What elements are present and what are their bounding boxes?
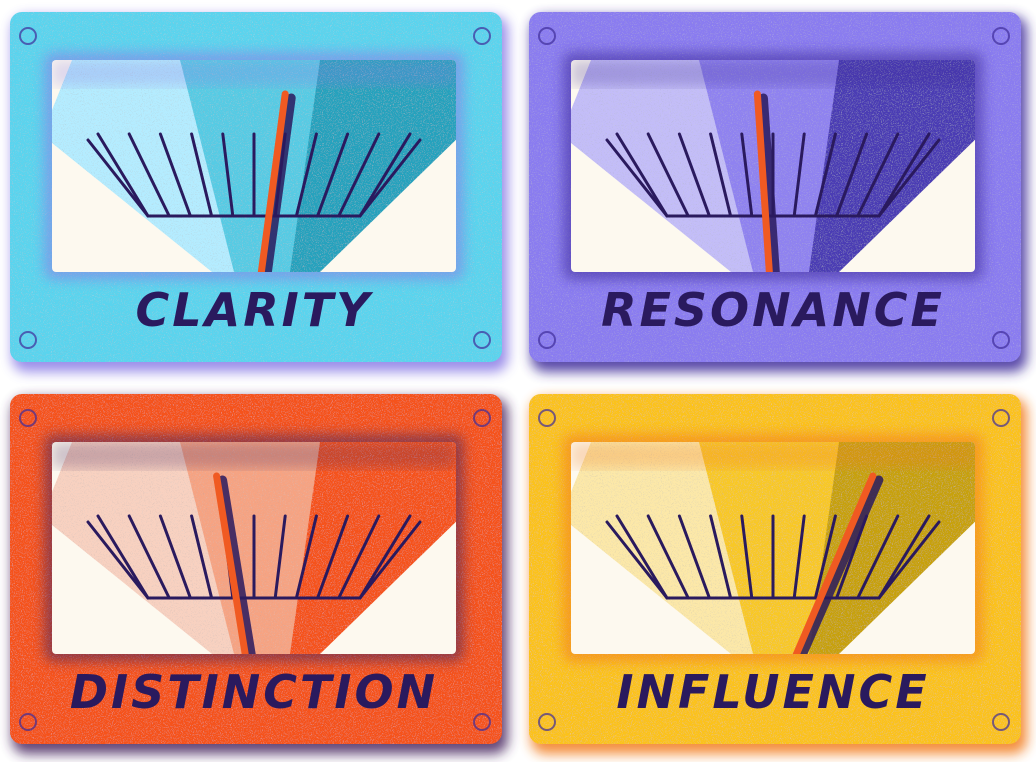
scale-tick — [813, 132, 837, 218]
needle-shadow — [261, 93, 296, 272]
band-middle — [699, 442, 841, 654]
scale-tick — [646, 132, 690, 218]
scale-tick — [358, 514, 412, 600]
scale-tick — [96, 132, 150, 218]
meter-needle — [753, 90, 774, 272]
meter-resonance: RESONANCE — [529, 12, 1027, 372]
screw-icon — [19, 409, 37, 427]
needle-shadow — [758, 93, 781, 272]
scale-ticks — [86, 514, 422, 600]
band-left — [571, 442, 756, 654]
scale-tick — [190, 132, 214, 218]
scale-tick — [337, 514, 381, 600]
screw-icon — [538, 331, 556, 349]
scale-tick — [158, 132, 192, 218]
window-contents — [52, 442, 456, 654]
screw-icon — [473, 331, 491, 349]
screw-icon — [992, 27, 1010, 45]
screw-icon — [473, 713, 491, 731]
scale-tick — [856, 514, 900, 600]
window-contents — [52, 60, 456, 272]
scale-tick — [316, 132, 350, 218]
screw-icon — [538, 409, 556, 427]
scale-tick — [740, 514, 754, 600]
screw-icon — [19, 27, 37, 45]
scale-tick — [273, 514, 287, 600]
meter-needle — [213, 472, 251, 654]
scale-tick — [709, 132, 733, 218]
meter-label: RESONANCE — [601, 283, 945, 337]
scale-tick — [316, 514, 350, 600]
scale-tick — [877, 514, 931, 600]
scale-tick — [158, 514, 192, 600]
scale-tick — [677, 132, 711, 218]
scale-tick — [127, 132, 171, 218]
meter-needle — [256, 90, 289, 272]
band-right — [809, 442, 975, 654]
screw-icon — [992, 409, 1010, 427]
scale-tick — [813, 514, 837, 600]
window-top-shade — [52, 442, 456, 468]
meter-needle — [788, 472, 877, 654]
scale-tick — [127, 514, 171, 600]
needle-shadow — [218, 475, 258, 654]
meter-label: INFLUENCE — [616, 665, 929, 719]
meter-influence: INFLUENCE — [529, 394, 1027, 754]
scale-tick — [615, 132, 669, 218]
scale-tick — [294, 514, 318, 600]
scale-tick — [835, 132, 869, 218]
scale-tick — [190, 514, 214, 600]
scale-tick — [646, 514, 690, 600]
window-contents — [571, 60, 975, 272]
band-left — [571, 60, 756, 272]
band-right — [809, 60, 975, 272]
window-top-shade — [571, 442, 975, 468]
screw-icon — [473, 27, 491, 45]
window-contents — [571, 442, 975, 654]
scale-tick — [709, 514, 733, 600]
needle-shadow — [793, 475, 884, 654]
scale-tick — [856, 132, 900, 218]
scale-tick — [294, 132, 318, 218]
scale-tick — [358, 132, 412, 218]
scale-tick — [792, 514, 806, 600]
screw-icon — [992, 713, 1010, 731]
screw-icon — [19, 713, 37, 731]
band-left — [52, 60, 237, 272]
scale-tick — [792, 132, 806, 218]
meter-clarity: CLARITY — [10, 12, 508, 372]
meter-label: CLARITY — [136, 283, 375, 337]
scale-tick — [877, 132, 931, 218]
window-top-shade — [571, 60, 975, 86]
scale-ticks — [605, 514, 941, 600]
meter-label: DISTINCTION — [70, 665, 438, 719]
scale-tick — [615, 514, 669, 600]
scale-tick — [337, 132, 381, 218]
screw-icon — [473, 409, 491, 427]
scale-tick — [740, 132, 754, 218]
window-top-shade — [52, 60, 456, 86]
screw-icon — [992, 331, 1010, 349]
scale-tick — [221, 132, 235, 218]
meter-distinction: DISTINCTION — [10, 394, 508, 754]
screw-icon — [19, 331, 37, 349]
screw-icon — [538, 27, 556, 45]
band-right — [290, 60, 456, 272]
band-middle — [180, 442, 322, 654]
band-right — [290, 442, 456, 654]
screw-icon — [538, 713, 556, 731]
scale-tick — [96, 514, 150, 600]
band-left — [52, 442, 237, 654]
scale-tick — [677, 514, 711, 600]
